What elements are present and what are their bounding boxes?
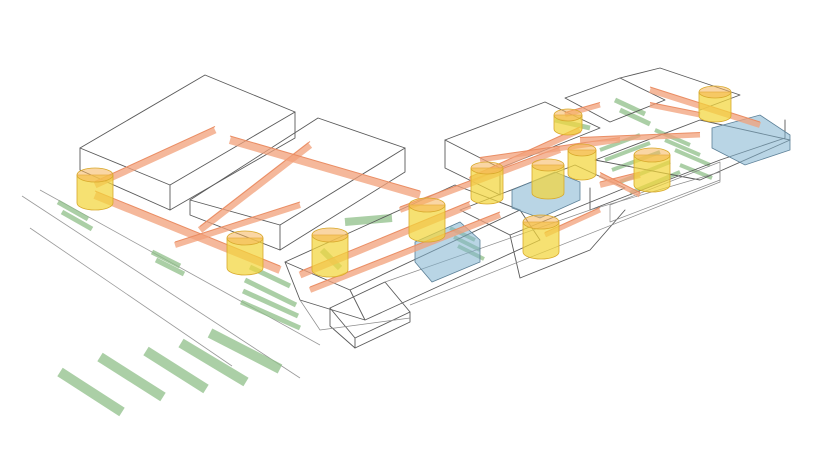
orange-path bbox=[308, 212, 502, 293]
cylinder-top bbox=[553, 108, 583, 122]
yellow-cylinders bbox=[76, 85, 732, 278]
mid-block-side bbox=[279, 147, 406, 251]
green-strip bbox=[154, 257, 186, 277]
orange-path bbox=[174, 202, 301, 248]
cylinder-body bbox=[698, 91, 732, 123]
green-strip bbox=[344, 214, 393, 226]
orange-path bbox=[598, 172, 642, 198]
cylinder-body bbox=[76, 174, 114, 211]
orange-path-edge bbox=[94, 126, 216, 182]
cylinder-body bbox=[311, 234, 349, 278]
cylinder-icon bbox=[698, 85, 732, 123]
cylinder-icon bbox=[522, 214, 560, 260]
orange-path bbox=[479, 137, 621, 163]
lower-box-side bbox=[354, 311, 411, 349]
road-line-inner bbox=[29, 227, 233, 367]
left-block-top bbox=[79, 74, 296, 186]
cylinder-top bbox=[531, 158, 565, 172]
green-strip bbox=[664, 138, 701, 157]
lower-base bbox=[384, 171, 721, 306]
cylinder-icon bbox=[553, 108, 583, 136]
green-strips bbox=[56, 97, 713, 417]
green-strip bbox=[150, 249, 182, 269]
cylinder-icon bbox=[470, 161, 504, 205]
cylinder-body bbox=[226, 237, 264, 276]
cylinder-top bbox=[311, 227, 349, 243]
central-bar-front bbox=[284, 261, 366, 321]
green-strip bbox=[613, 97, 647, 117]
cylinder-body bbox=[408, 204, 446, 243]
left-block-side bbox=[169, 111, 296, 211]
cylinder-top bbox=[698, 85, 732, 99]
orange-path-edge bbox=[579, 132, 701, 138]
cylinder-icon bbox=[311, 227, 349, 278]
cylinder-body bbox=[470, 167, 504, 205]
cylinder-icon bbox=[567, 143, 597, 181]
left-block-front bbox=[79, 147, 171, 211]
green-strip bbox=[243, 277, 298, 308]
cylinder-icon bbox=[76, 167, 114, 211]
cylinder-top bbox=[76, 167, 114, 183]
green-strip bbox=[178, 338, 249, 387]
cylinder-icon bbox=[408, 197, 446, 243]
orange-path-edge bbox=[229, 135, 421, 192]
cylinder-icon bbox=[531, 158, 565, 200]
cylinder-top bbox=[226, 230, 264, 246]
blue-volume bbox=[711, 114, 791, 166]
base-edge bbox=[299, 299, 411, 331]
orange-path-edge bbox=[599, 172, 641, 193]
cylinder-top bbox=[522, 214, 560, 230]
orange-path-edge bbox=[174, 201, 301, 243]
green-strip bbox=[60, 209, 94, 232]
orange-path bbox=[649, 102, 701, 118]
cylinder-body bbox=[633, 154, 671, 193]
green-strip bbox=[618, 107, 652, 127]
ground-lines bbox=[21, 189, 321, 379]
right-mid-front bbox=[509, 209, 626, 279]
far-right-top-a bbox=[564, 77, 666, 123]
cylinder-top bbox=[567, 143, 597, 157]
orange-path bbox=[93, 126, 217, 189]
road-line-outer bbox=[21, 195, 301, 379]
cylinder-top bbox=[633, 147, 671, 163]
cylinder-top bbox=[470, 161, 504, 175]
cylinder-body bbox=[531, 164, 565, 200]
green-strip bbox=[241, 288, 300, 319]
green-strip bbox=[56, 199, 90, 222]
green-strip bbox=[143, 346, 209, 394]
cylinder-body bbox=[522, 221, 560, 260]
orange-path-edge bbox=[649, 102, 701, 113]
green-strip bbox=[207, 328, 283, 374]
cylinder-top bbox=[408, 197, 446, 213]
orange-path bbox=[579, 132, 701, 143]
lower-box-top bbox=[329, 281, 411, 339]
orange-path bbox=[599, 172, 641, 188]
cylinder-icon bbox=[226, 230, 264, 276]
green-strip bbox=[97, 352, 166, 402]
green-strip bbox=[604, 141, 651, 162]
green-strip bbox=[239, 299, 302, 331]
green-strip bbox=[674, 148, 711, 167]
orange-path bbox=[228, 136, 422, 199]
lower-box-front bbox=[329, 307, 356, 349]
green-strip bbox=[57, 367, 125, 417]
cylinder-body bbox=[567, 149, 597, 181]
cylinder-icon bbox=[633, 147, 671, 193]
